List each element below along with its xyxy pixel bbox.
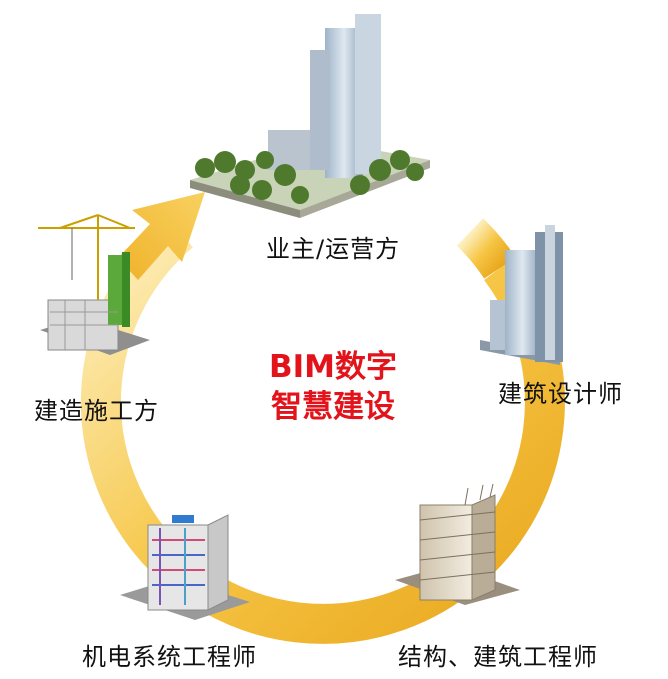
structural-engineer-label: 结构、建筑工程师 xyxy=(398,637,598,672)
mep-engineer-label: 机电系统工程师 xyxy=(82,637,257,672)
center-title-line1: BIM数字 xyxy=(233,347,433,387)
contractor-label: 建造施工方 xyxy=(34,391,159,426)
owner-label: 业主/运营方 xyxy=(266,229,400,264)
center-title: BIM数字 智慧建设 xyxy=(233,347,433,427)
office-tower-park-icon xyxy=(190,14,430,218)
designer-label: 建筑设计师 xyxy=(498,374,623,409)
center-title-line2: 智慧建设 xyxy=(233,387,433,427)
